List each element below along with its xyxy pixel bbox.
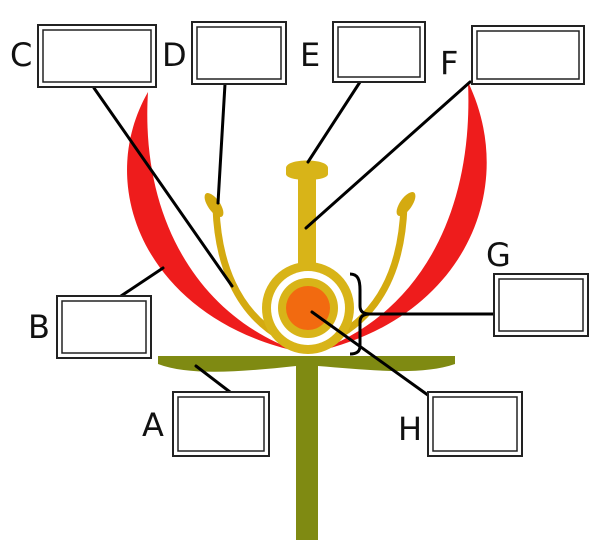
answer-box-d[interactable]: [191, 21, 287, 85]
label-b: B: [28, 308, 50, 346]
right-petal: [314, 82, 487, 352]
leader-line-d: [216, 82, 227, 205]
answer-box-f[interactable]: [471, 25, 585, 85]
label-d: D: [162, 36, 187, 74]
leader-line-a: [194, 364, 232, 394]
leader-line-c: [92, 86, 234, 288]
answer-box-c[interactable]: [37, 24, 157, 88]
right-stamen-filament: [330, 202, 408, 342]
label-g: G: [486, 236, 511, 274]
answer-box-b[interactable]: [56, 295, 152, 359]
left-petal: [127, 92, 300, 352]
left-anther: [204, 193, 224, 217]
leader-line-b: [116, 266, 165, 300]
answer-box-a[interactable]: [172, 391, 270, 457]
leader-line-f: [304, 80, 472, 230]
ovule: [286, 286, 330, 330]
pistil-style: [298, 172, 316, 287]
label-h: H: [398, 410, 422, 448]
answer-box-e[interactable]: [332, 21, 426, 83]
label-a: A: [142, 406, 164, 444]
label-e: E: [300, 36, 320, 74]
label-c: C: [10, 36, 32, 74]
label-f: F: [440, 44, 458, 82]
flower-stem: [296, 362, 318, 540]
answer-box-h[interactable]: [427, 391, 523, 457]
leader-line-h: [310, 310, 434, 400]
pistil-stigma: [286, 160, 328, 180]
answer-box-g[interactable]: [493, 273, 589, 337]
leader-line-e: [306, 80, 362, 164]
right-anther: [396, 192, 416, 216]
